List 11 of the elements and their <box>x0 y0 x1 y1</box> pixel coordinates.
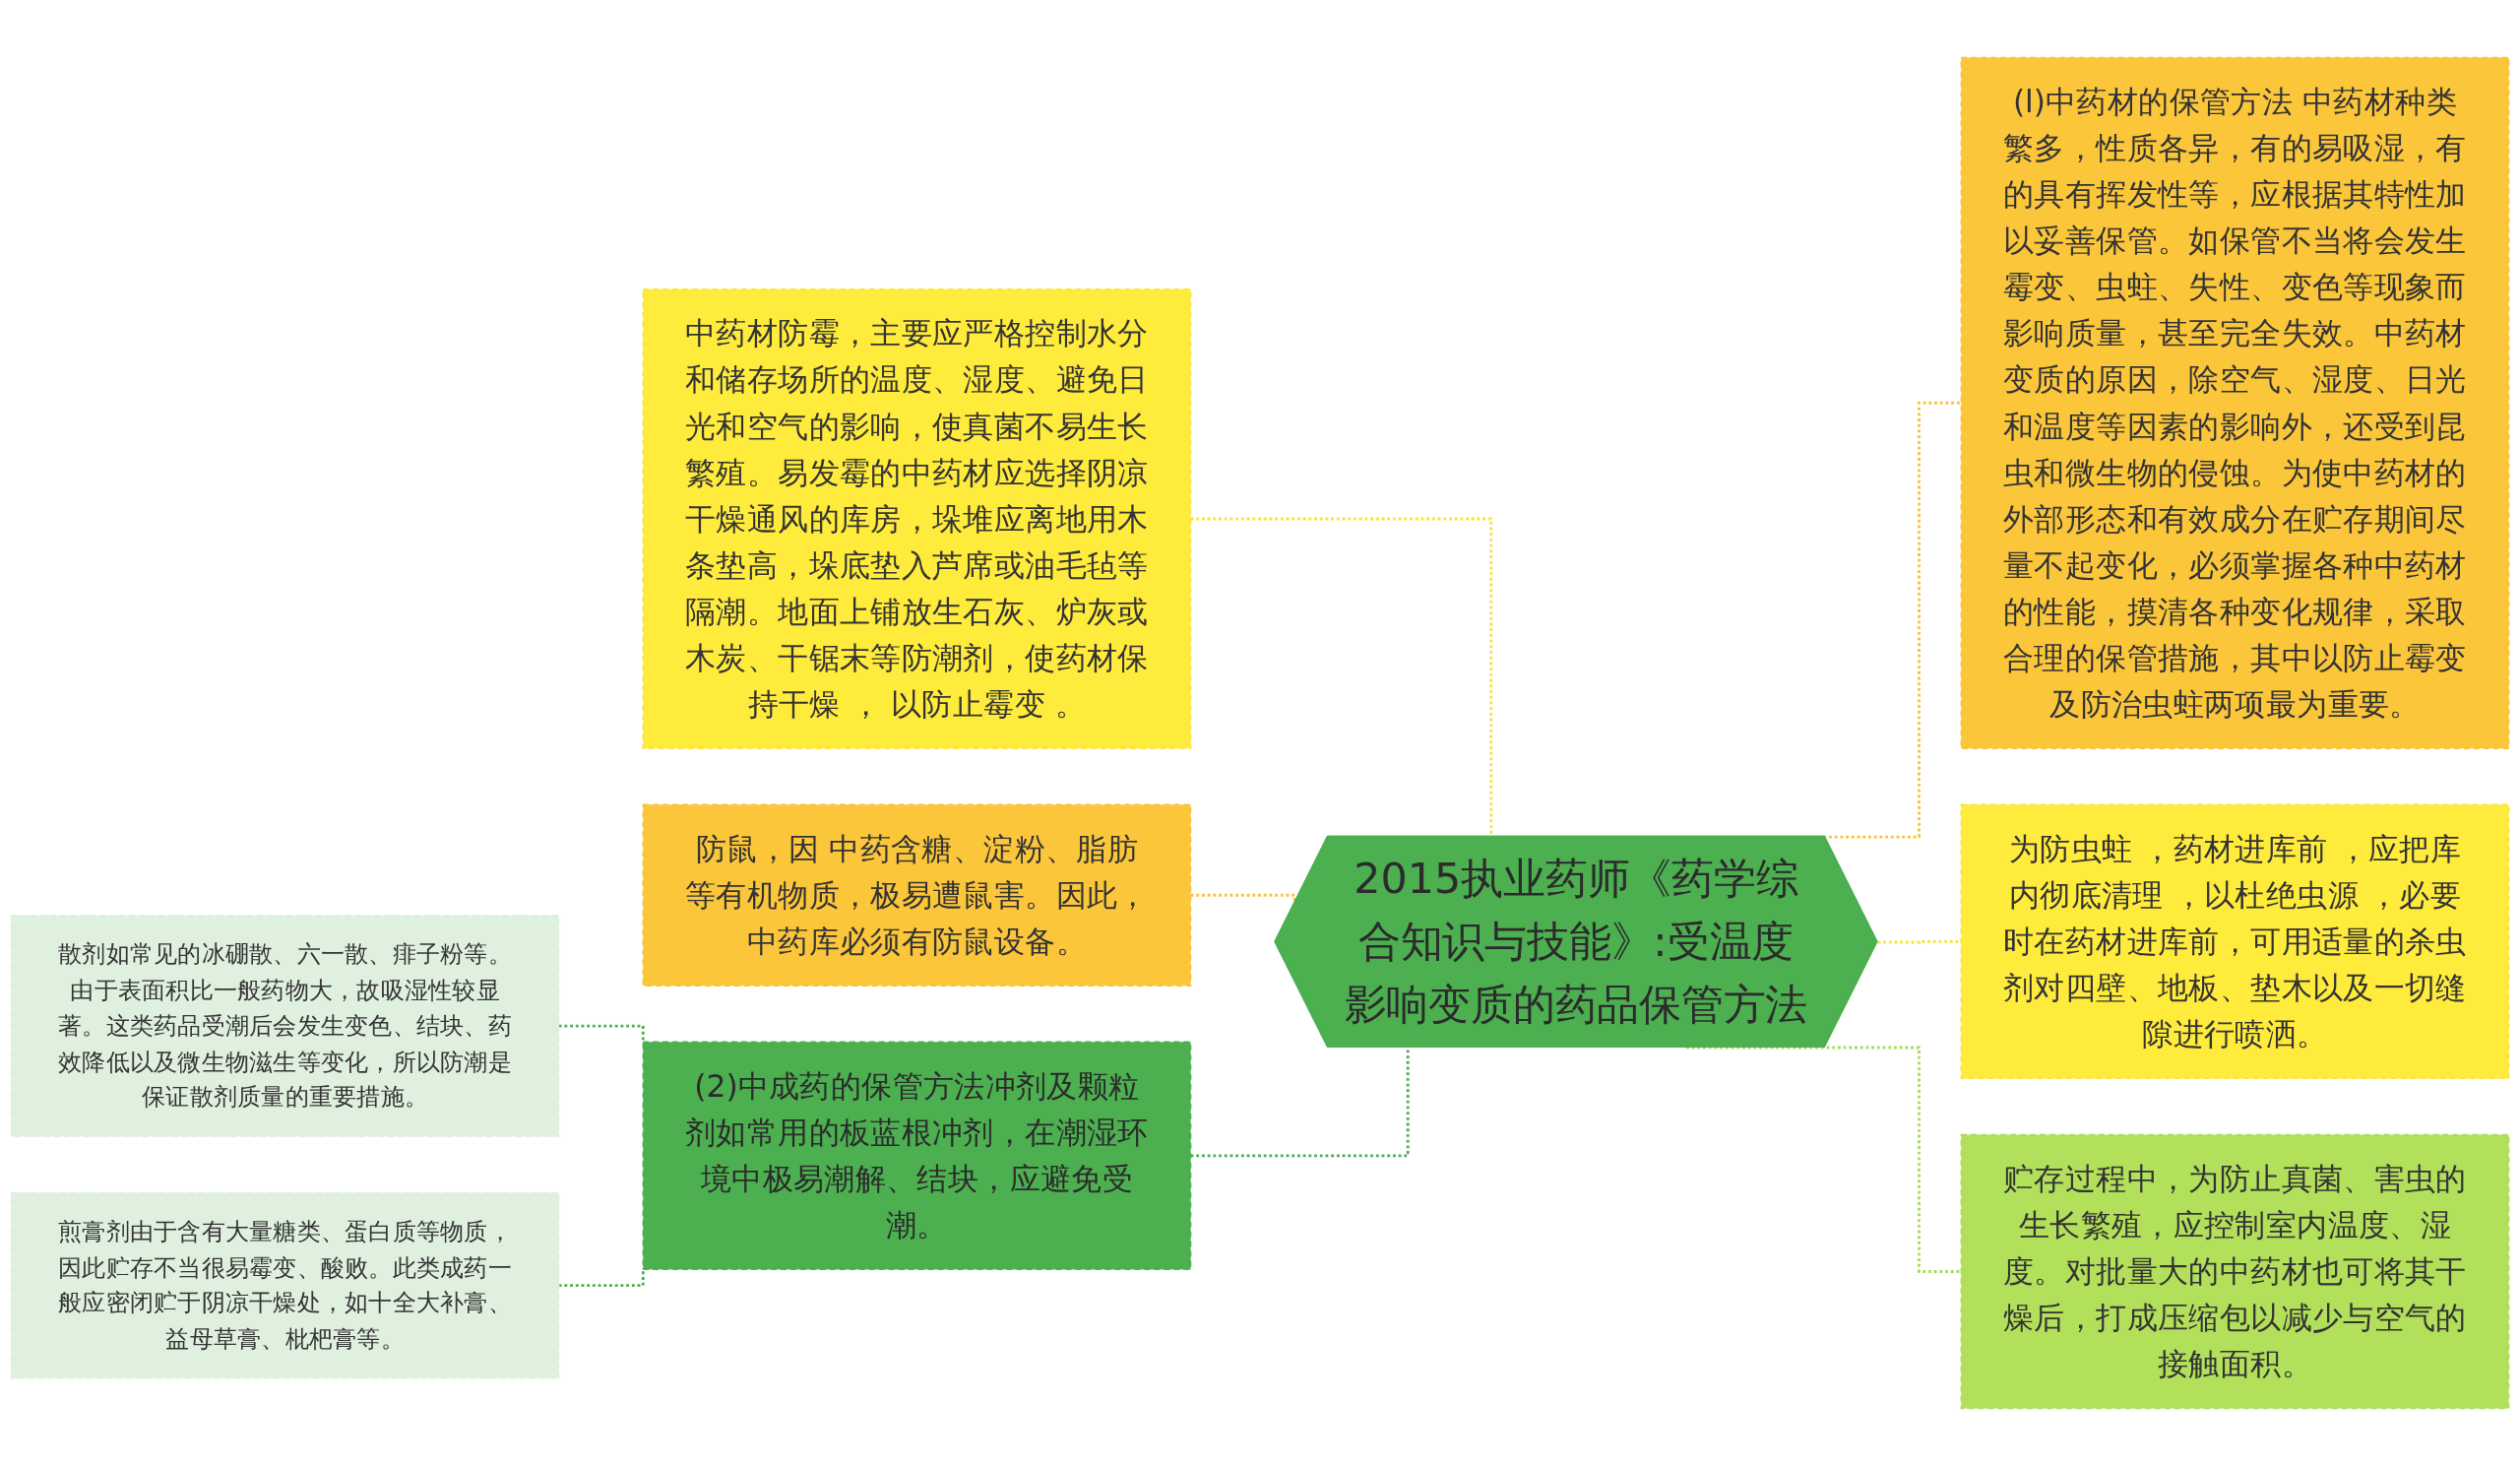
connector <box>558 1024 645 1044</box>
node-box: 贮存过程中，为防止真菌、害虫的生长繁殖，应控制室内温度、湿度。对批量大的中药材也可将其干燥后，打成压缩包以减少与空气的接触面积。 <box>1960 1133 2510 1410</box>
node-box: (l)中药材的保管方法 中药材种类繁多，性质各异，有的易吸湿，有的具有挥发性等，应根据其特性加以妥善保管。如保管不当将会发生霉变、虫蛀、失性、变色等现象而影响质量，甚至完全失效。中药材变质的原因，除空气、湿度、日光和温度等因素的影响外，还受到昆虫和微生物的侵蚀。为使中药材的外部形态和有效成分在贮存期间尽量不起变化，必须掌握各种中药材的性能，摸清各种变化规律，采取合理的保管措施，其中以防止霉变及防治虫蛀两项最为重要。 <box>1960 56 2510 749</box>
connector <box>1190 1048 1410 1158</box>
node-box: 散剂如常见的冰硼散、六一散、痱子粉等。由于表面积比一般药物大，故吸湿性较显著。这类药品受潮后会发生变色、结块、药效降低以及微生物滋生等变化，所以防潮是保证散剂质量的重要措施。 <box>10 915 560 1138</box>
connector <box>558 1268 645 1288</box>
node-box: 中药材防霉，主要应严格控制水分和储存场所的温度、湿度、避免日光和空气的影响，使真菌不易生长繁殖。易发霉的中药材应选择阴凉干燥通风的库房，垛堆应离地用木条垫高，垛底垫入芦席或油毛毡等隔潮。地面上铺放生石灰、炉灰或木炭、干锯末等防潮剂，使药材保持干燥 ， 以防止霉变 。 <box>642 288 1192 749</box>
node-box: 防鼠，因 中药含糖、淀粉、脂肪等有机物质，极易遭鼠害。因此，中药库必须有防鼠设备。 <box>642 803 1192 987</box>
node-box: 为防虫蛀 ，药材进库前 ，应把库内彻底清理 ，以杜绝虫源 ，必要时在药材进库前，可用适量的杀虫剂对四壁、地板、垫木以及一切缝隙进行喷洒。 <box>1960 803 2510 1080</box>
node-box: 煎膏剂由于含有大量糖类、蛋白质等物质，因此贮存不当很易霉变、酸败。此类成药一般应密闭贮于阴凉干燥处，如十全大补膏、益母草膏、枇杷膏等。 <box>10 1191 560 1379</box>
node-box: (2)中成药的保管方法冲剂及颗粒剂如常用的板蓝根冲剂，在潮湿环境中极易潮解、结块，应避免受潮。 <box>642 1041 1192 1271</box>
